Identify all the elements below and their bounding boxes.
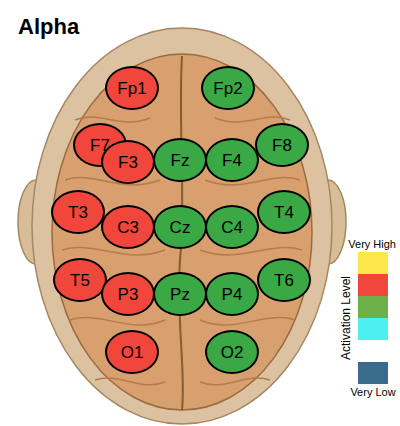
electrode: T5 (53, 258, 107, 302)
electrode-label: Fp2 (213, 80, 242, 97)
electrode-label: Pz (170, 286, 190, 303)
legend-swatch (358, 362, 388, 384)
electrode: P3 (101, 272, 155, 316)
electrode-label: T6 (274, 272, 294, 289)
diagram-title: Alpha (18, 14, 79, 40)
electrode-label: P4 (222, 286, 243, 303)
electrode-label: T3 (68, 204, 88, 221)
electrode-label: Cz (170, 219, 191, 236)
electrode-label: Fp1 (117, 80, 146, 97)
electrode: F4 (205, 138, 259, 182)
legend-swatch (358, 318, 388, 340)
electrode: Fp2 (201, 66, 255, 110)
electrode: C4 (205, 205, 259, 249)
electrode: Fz (153, 138, 207, 182)
electrode: O1 (105, 330, 159, 374)
electrode-label: F4 (222, 152, 242, 169)
electrode: T4 (257, 190, 311, 234)
electrode: Fp1 (105, 66, 159, 110)
electrode: P4 (205, 272, 259, 316)
electrode-label: C3 (117, 219, 139, 236)
electrode: Pz (153, 272, 207, 316)
legend-label: Very High (348, 238, 396, 250)
electrode-label: C4 (221, 219, 243, 236)
legend-axis-label: Activation Level (339, 276, 353, 360)
electrode: F8 (255, 123, 309, 167)
electrode-label: T5 (70, 272, 90, 289)
electrode: Cz (153, 205, 207, 249)
legend-swatch (358, 296, 388, 318)
legend-label: Very Low (350, 386, 395, 398)
electrode-label: Fz (171, 152, 190, 169)
electrode: O2 (205, 330, 259, 374)
electrode-label: T4 (274, 204, 294, 221)
electrode-label: O2 (221, 344, 244, 361)
electrode-label: O1 (121, 344, 144, 361)
legend-swatch (358, 252, 388, 274)
electrode-label: F3 (118, 154, 138, 171)
electrode: F3 (101, 140, 155, 184)
electrode: T6 (257, 258, 311, 302)
head-outline (32, 28, 332, 424)
legend-swatch (358, 274, 388, 296)
electrode-label: F8 (272, 137, 292, 154)
electrode-label: P3 (118, 286, 139, 303)
electrode: C3 (101, 205, 155, 249)
electrode: T3 (51, 190, 105, 234)
brain (52, 54, 312, 410)
